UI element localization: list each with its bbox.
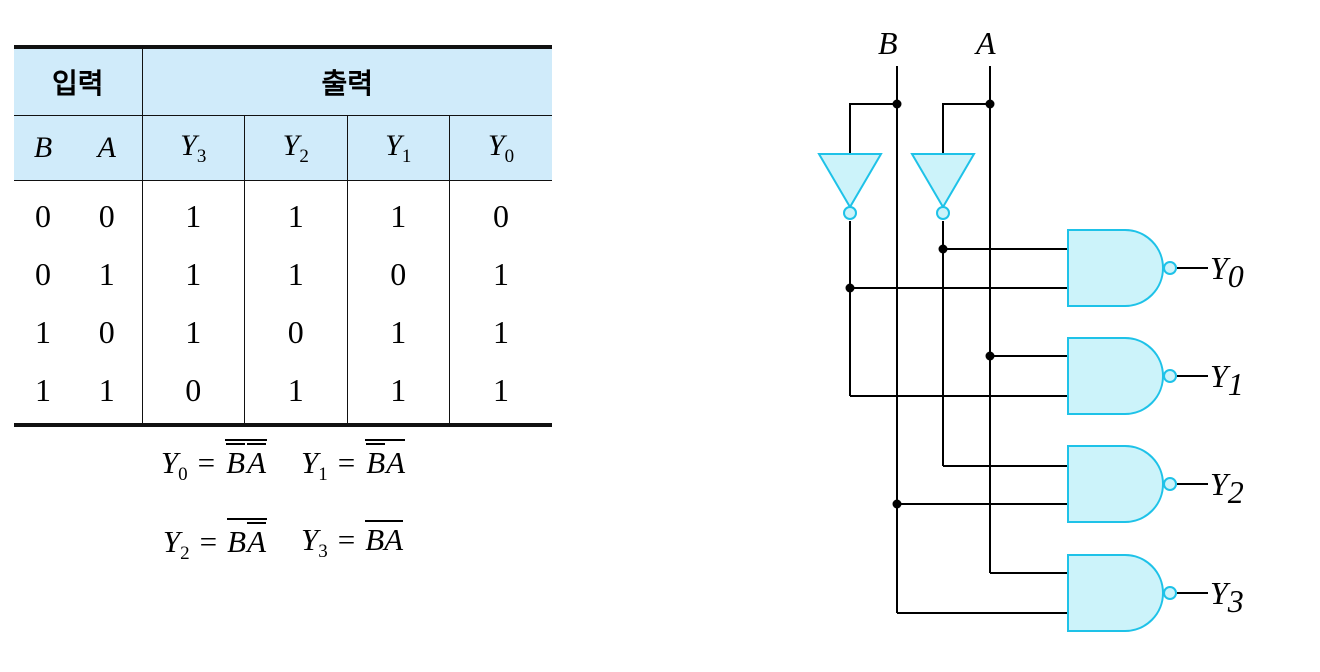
table-row: 0 1 1 1 0 1 — [14, 245, 553, 303]
cell-y2: 1 — [244, 180, 347, 245]
equation-y1: Y1=BA — [301, 439, 406, 486]
operand-a: A — [386, 445, 406, 481]
operand-b: B — [226, 443, 246, 481]
column-header-y3: Y3 — [141, 115, 245, 181]
outputs-header: 출력 — [141, 45, 553, 116]
column-header-y1: Y1 — [346, 115, 450, 181]
complement-bar: BA — [225, 439, 267, 478]
complement-bar: BA — [365, 520, 404, 558]
cell-y3: 1 — [141, 180, 245, 245]
nand-gate-y0 — [1067, 229, 1164, 307]
cell-a: 0 — [98, 197, 115, 234]
input-label-b: B — [878, 25, 898, 61]
cell-y3: 1 — [141, 303, 245, 361]
input-label-a: A — [974, 25, 996, 61]
operand-b: B — [365, 522, 385, 558]
cell-b: 0 — [35, 255, 51, 292]
cell-y1: 1 — [346, 361, 450, 427]
operand-b: B — [366, 443, 386, 481]
junction-dot — [985, 99, 995, 109]
truth-table-panel: 입력 출력 B A Y3 Y2 Y1 Y0 0 0 1 1 1 0 0 — [14, 45, 553, 427]
output-label-y3: Y3 — [1210, 575, 1244, 619]
junction-dot — [892, 499, 902, 509]
cell-y0: 0 — [449, 180, 553, 245]
nand-gate-y1 — [1067, 337, 1164, 415]
wires — [849, 66, 1208, 614]
nand-bubble-y3 — [1163, 586, 1177, 600]
junction-dot — [938, 244, 948, 254]
output-label-y0: Y0 — [1210, 250, 1244, 294]
cell-y0: 1 — [449, 361, 553, 427]
table-row: 1 1 0 1 1 1 — [14, 361, 553, 427]
table-row: 1 0 1 0 1 1 — [14, 303, 553, 361]
cell-y1: 1 — [346, 303, 450, 361]
output-label-y2: Y2 — [1210, 466, 1244, 510]
truth-table: 입력 출력 B A Y3 Y2 Y1 Y0 0 0 1 1 1 0 0 — [14, 45, 553, 427]
boolean-equations: Y0=BA Y1=BA Y2=BA Y3=BA — [14, 420, 552, 582]
nand-bubble-y2 — [1163, 477, 1177, 491]
cell-b: 1 — [35, 313, 51, 350]
table-row: 0 0 1 1 1 0 — [14, 180, 553, 245]
cell-a: 0 — [98, 313, 115, 350]
nand-bubble-y1 — [1163, 369, 1177, 383]
inverter-b-bubble — [843, 206, 857, 220]
cell-y2: 0 — [244, 303, 347, 361]
junctions — [845, 99, 995, 509]
inverter-a-bubble — [936, 206, 950, 220]
cell-y3: 0 — [141, 361, 245, 427]
equation-y0: Y0=BA — [161, 439, 267, 486]
output-label-y1: Y1 — [1210, 358, 1244, 402]
nand-gates — [1067, 229, 1177, 632]
cell-y2: 1 — [244, 361, 347, 427]
complement-bar: BA — [227, 518, 267, 557]
cell-y0: 1 — [449, 303, 553, 361]
complement-bar: BA — [365, 439, 406, 481]
junction-dot — [892, 99, 902, 109]
operand-a: A — [247, 522, 266, 560]
junction-dot — [845, 283, 855, 293]
cell-y2: 1 — [244, 245, 347, 303]
cell-y1: 0 — [346, 245, 450, 303]
inverter-a — [910, 153, 976, 209]
cell-a: 1 — [98, 255, 115, 292]
wire-a-to-inverter — [942, 103, 990, 154]
cell-y1: 1 — [346, 180, 450, 245]
cell-a: 1 — [72, 361, 142, 427]
wire-b-to-inverter — [849, 103, 897, 154]
column-header-b: B — [14, 115, 72, 181]
nand-gate-y3 — [1067, 554, 1164, 632]
cell-y0: 1 — [449, 245, 553, 303]
inverter-b — [817, 153, 883, 209]
inputs-header: 입력 — [14, 45, 142, 116]
column-header-y2: Y2 — [244, 115, 347, 181]
operand-a: A — [384, 522, 404, 558]
equation-y3: Y3=BA — [301, 520, 404, 563]
cell-b: 0 — [35, 197, 51, 234]
operand-b: B — [227, 524, 247, 560]
inverters — [817, 153, 976, 220]
cell-y3: 1 — [141, 245, 245, 303]
cell-b: 1 — [14, 361, 72, 427]
decoder-circuit: B A — [817, 25, 1244, 632]
operand-a: A — [247, 443, 266, 481]
nand-bubble-y0 — [1163, 261, 1177, 275]
junction-dot — [985, 351, 995, 361]
nand-gate-y2 — [1067, 445, 1164, 523]
equation-y2: Y2=BA — [163, 518, 267, 565]
column-header-a: A — [72, 115, 142, 181]
column-header-y0: Y0 — [449, 115, 553, 181]
